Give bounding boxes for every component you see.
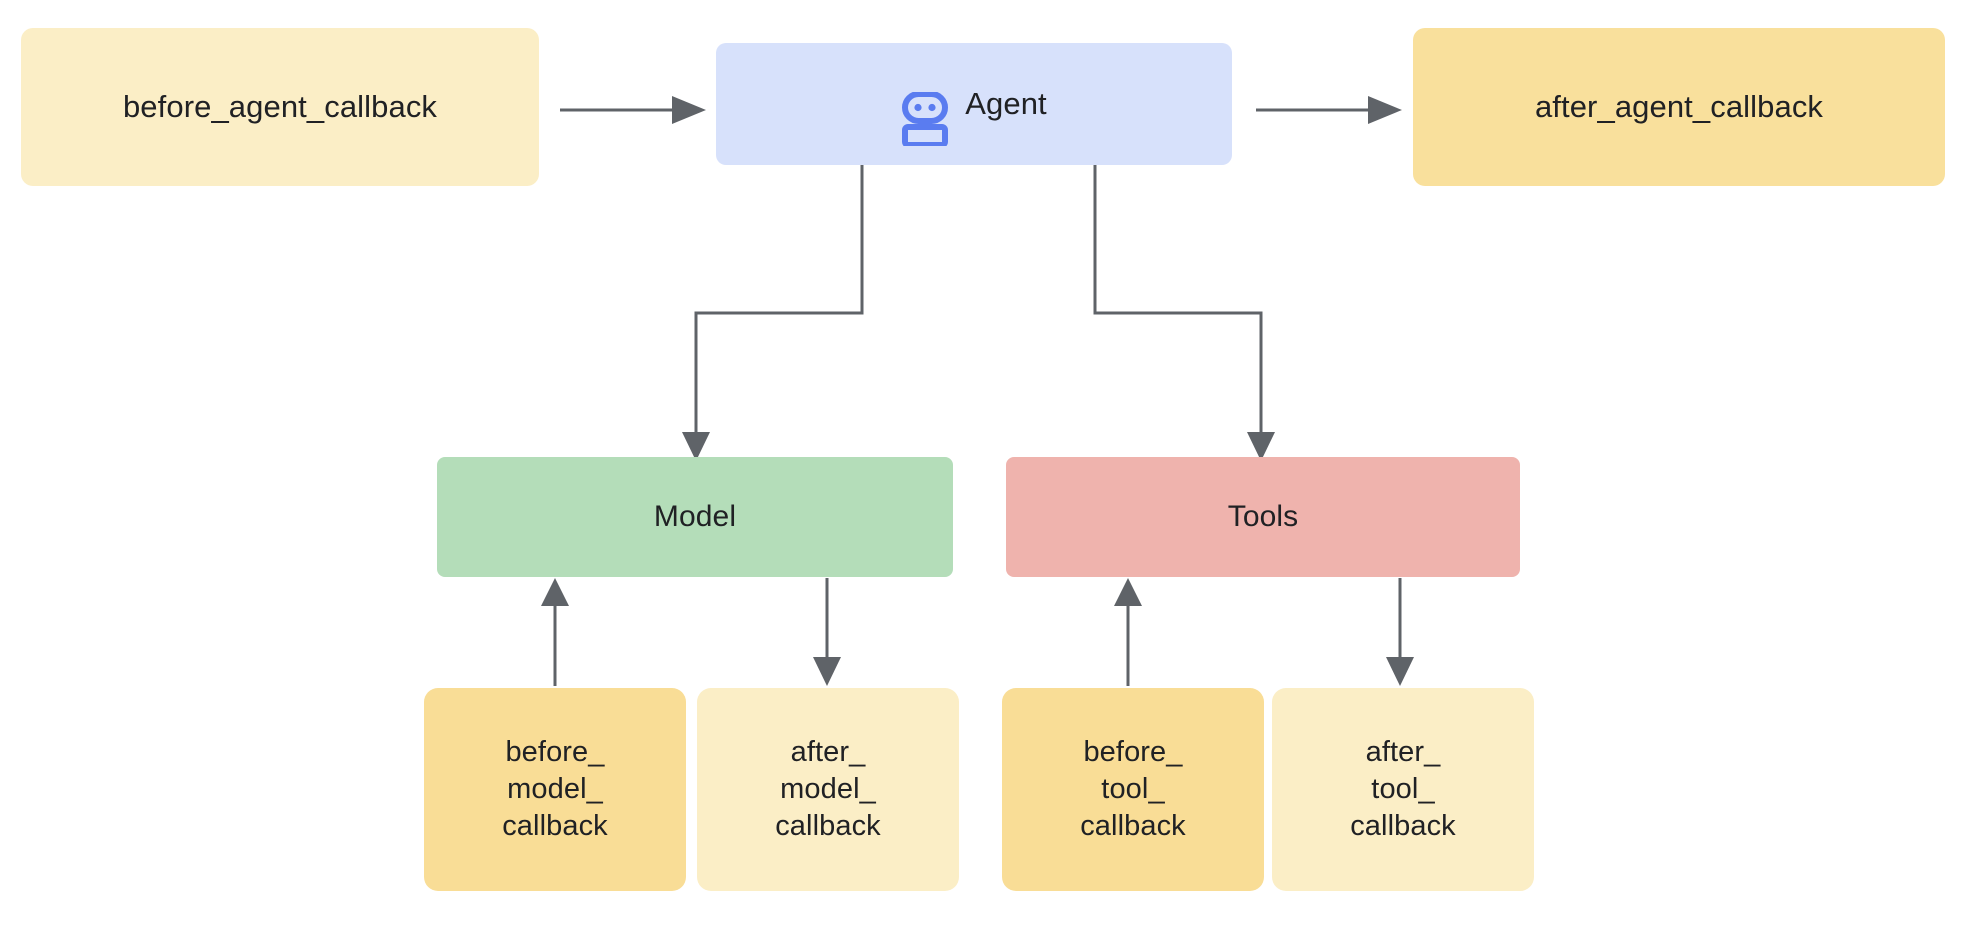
node-after-tool-callback[interactable]: after_ tool_ callback xyxy=(1272,688,1534,891)
node-after-model-callback[interactable]: after_ model_ callback xyxy=(697,688,959,891)
node-label: Agent xyxy=(965,86,1047,122)
node-before-model-callback[interactable]: before_ model_ callback xyxy=(424,688,686,891)
node-label: after_ tool_ callback xyxy=(1350,735,1456,843)
node-after-agent-callback[interactable]: after_agent_callback xyxy=(1413,28,1945,186)
node-label: Tools xyxy=(1227,499,1299,533)
node-before-agent-callback[interactable]: before_agent_callback xyxy=(21,28,539,186)
node-agent[interactable]: Agent xyxy=(716,43,1232,165)
node-label: after_agent_callback xyxy=(1534,89,1824,125)
node-label: Model xyxy=(653,499,737,533)
node-before-tool-callback[interactable]: before_ tool_ callback xyxy=(1002,688,1264,891)
agent-content: Agent xyxy=(901,52,1047,155)
node-label: before_agent_callback xyxy=(122,89,438,125)
node-model[interactable]: Model xyxy=(437,457,953,577)
robot-icon xyxy=(901,52,949,155)
edge-model-to-after-model xyxy=(813,578,841,686)
node-label: before_ model_ callback xyxy=(502,735,608,843)
edge-before-agent-to-agent xyxy=(560,96,706,124)
node-label: before_ tool_ callback xyxy=(1080,735,1186,843)
node-tools[interactable]: Tools xyxy=(1006,457,1520,577)
node-label: after_ model_ callback xyxy=(775,735,881,843)
edge-agent-to-tools xyxy=(1093,165,1275,461)
edge-agent-to-after-agent xyxy=(1256,96,1402,124)
edge-tools-to-after-tool xyxy=(1386,578,1414,686)
edge-agent-to-model xyxy=(682,165,864,461)
edge-before-model-to-model xyxy=(541,578,569,686)
edge-before-tool-to-tools xyxy=(1114,578,1142,686)
